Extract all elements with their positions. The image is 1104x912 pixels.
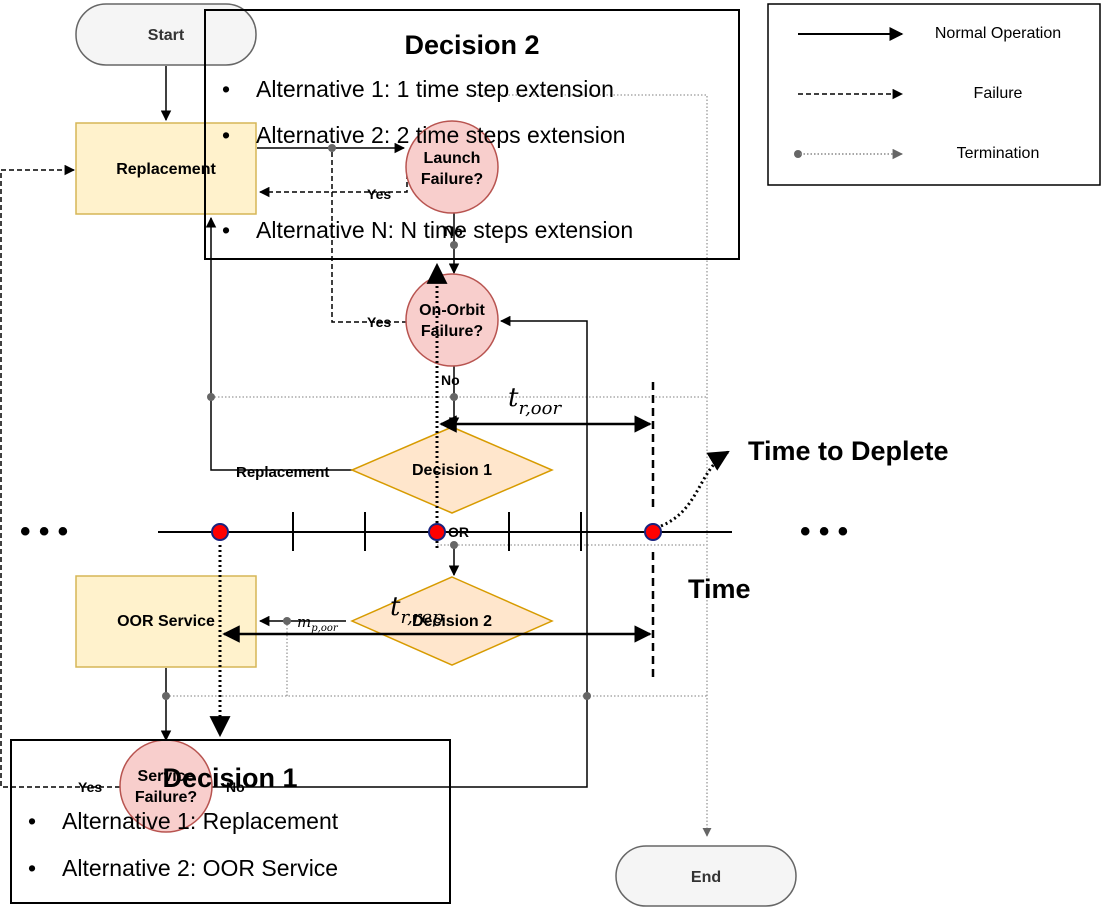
oor-service-node: OOR Service bbox=[75, 575, 257, 668]
decision1-callout: Decision 1 • Alternative 1: Replacement … bbox=[10, 739, 451, 904]
launch-failure-label-line1: Launch bbox=[424, 150, 481, 167]
legend-termination-dot bbox=[794, 150, 802, 158]
time-to-deplete-arrow bbox=[660, 450, 730, 528]
replacement-node: Replacement bbox=[75, 122, 257, 215]
service-failure-node: Service Failure? bbox=[119, 739, 213, 833]
junction-dot bbox=[283, 617, 291, 625]
legend-normal-label: Normal Operation bbox=[935, 25, 1061, 42]
timeline-event-dot bbox=[644, 523, 662, 541]
decision1-callout-box bbox=[10, 739, 451, 904]
normal-lines bbox=[160, 66, 588, 788]
oor-service-label: OOR Service bbox=[117, 613, 215, 630]
t-r-oor-label: tr,oor bbox=[508, 383, 562, 419]
legend-failure-label: Failure bbox=[974, 85, 1023, 102]
right-ellipsis: • • • bbox=[800, 515, 848, 548]
decision2-alternative-2: Alternative 2: 2 time steps extension bbox=[256, 122, 625, 148]
decision2-callout-title: Decision 2 bbox=[404, 30, 539, 60]
timeline: • • • • • • Time to Deplete Time tr,oor … bbox=[20, 262, 949, 738]
end-terminal bbox=[615, 845, 797, 907]
time-label: Time bbox=[688, 574, 751, 604]
junction-dots bbox=[162, 144, 591, 700]
service-failure-label-line1: Service bbox=[138, 768, 195, 785]
legend: Normal Operation Failure Termination bbox=[767, 3, 1101, 186]
start-node: Start bbox=[75, 3, 257, 66]
decision1-alternative-2: Alternative 2: OOR Service bbox=[62, 855, 338, 881]
launch-failure-circle bbox=[405, 120, 499, 214]
end-label: End bbox=[691, 869, 721, 886]
junction-dot bbox=[450, 393, 458, 401]
launch-failure-label-line2: Failure? bbox=[421, 171, 483, 188]
timeline-event-dot bbox=[428, 523, 446, 541]
decision2-callout: Decision 2 • Alternative 1: 1 time step … bbox=[204, 9, 740, 260]
junction-dot bbox=[450, 541, 458, 549]
junction-dot bbox=[207, 393, 215, 401]
oor-service-box bbox=[75, 575, 257, 668]
service-failure-label-line2: Failure? bbox=[135, 789, 197, 806]
replacement-box bbox=[75, 122, 257, 215]
decision1-alternative-1: Alternative 1: Replacement bbox=[62, 808, 339, 834]
junction-dot bbox=[450, 241, 458, 249]
onorbit-yes-label: Yes bbox=[367, 314, 391, 330]
bullet-dot: • bbox=[28, 855, 36, 881]
bullet-dot: • bbox=[28, 808, 36, 834]
decision2-node: Decision 2 bbox=[350, 576, 554, 666]
decision1-replacement-arrow bbox=[205, 216, 352, 471]
start-label: Start bbox=[148, 27, 185, 44]
service-no-label: No bbox=[226, 779, 245, 795]
decision1-callout-title: Decision 1 bbox=[162, 763, 297, 793]
termination-lines bbox=[166, 94, 712, 837]
decision1-node: Decision 1 bbox=[350, 426, 554, 514]
decision1-label: Decision 1 bbox=[412, 462, 492, 479]
launch-no-label: No bbox=[444, 223, 463, 239]
onorbit-failure-label-line1: On-Orbit bbox=[419, 302, 485, 319]
bullet-dot: • bbox=[222, 76, 230, 102]
bullet-dot: • bbox=[222, 217, 230, 243]
launch-failure-node: Launch Failure? bbox=[405, 120, 499, 214]
onorbit-failure-label-line2: Failure? bbox=[421, 323, 483, 340]
service-no-loop-arrow bbox=[210, 315, 588, 788]
end-node: End bbox=[615, 845, 797, 907]
left-ellipsis: • • • bbox=[20, 515, 68, 548]
launch-yes-label: Yes bbox=[367, 186, 391, 202]
replacement-label: Replacement bbox=[116, 161, 216, 178]
service-failure-yes-line bbox=[0, 164, 120, 788]
time-to-deplete-label: Time to Deplete bbox=[748, 436, 949, 466]
onorbit-failure-node: On-Orbit Failure? bbox=[405, 273, 499, 367]
or-label: OR bbox=[448, 524, 469, 540]
legend-termination-label: Termination bbox=[957, 145, 1040, 162]
start-terminal bbox=[75, 3, 257, 66]
t-r-rep-label: tr,rep bbox=[390, 592, 444, 628]
decision1-replacement-label: Replacement bbox=[236, 464, 329, 481]
edge-labels: Yes No Yes No Replacement OR mp,oor Yes … bbox=[78, 186, 469, 795]
onorbit-no-label: No bbox=[441, 372, 460, 388]
decision2-callout-box bbox=[204, 9, 740, 260]
m-p-oor-label: mp,oor bbox=[297, 613, 339, 634]
onorbit-failure-yes-line bbox=[331, 148, 407, 323]
junction-dot bbox=[162, 692, 170, 700]
timeline-event-dot bbox=[211, 523, 229, 541]
decision2-diamond bbox=[350, 576, 554, 666]
junction-dot bbox=[583, 692, 591, 700]
service-yes-label: Yes bbox=[78, 779, 102, 795]
onorbit-failure-circle bbox=[405, 273, 499, 367]
bullet-dot: • bbox=[222, 122, 230, 148]
decision2-alternative-n: Alternative N: N time steps extension bbox=[256, 217, 633, 243]
junction-dot bbox=[328, 144, 336, 152]
decision1-diamond bbox=[350, 426, 554, 514]
decision2-alternative-1: Alternative 1: 1 time step extension bbox=[256, 76, 614, 102]
